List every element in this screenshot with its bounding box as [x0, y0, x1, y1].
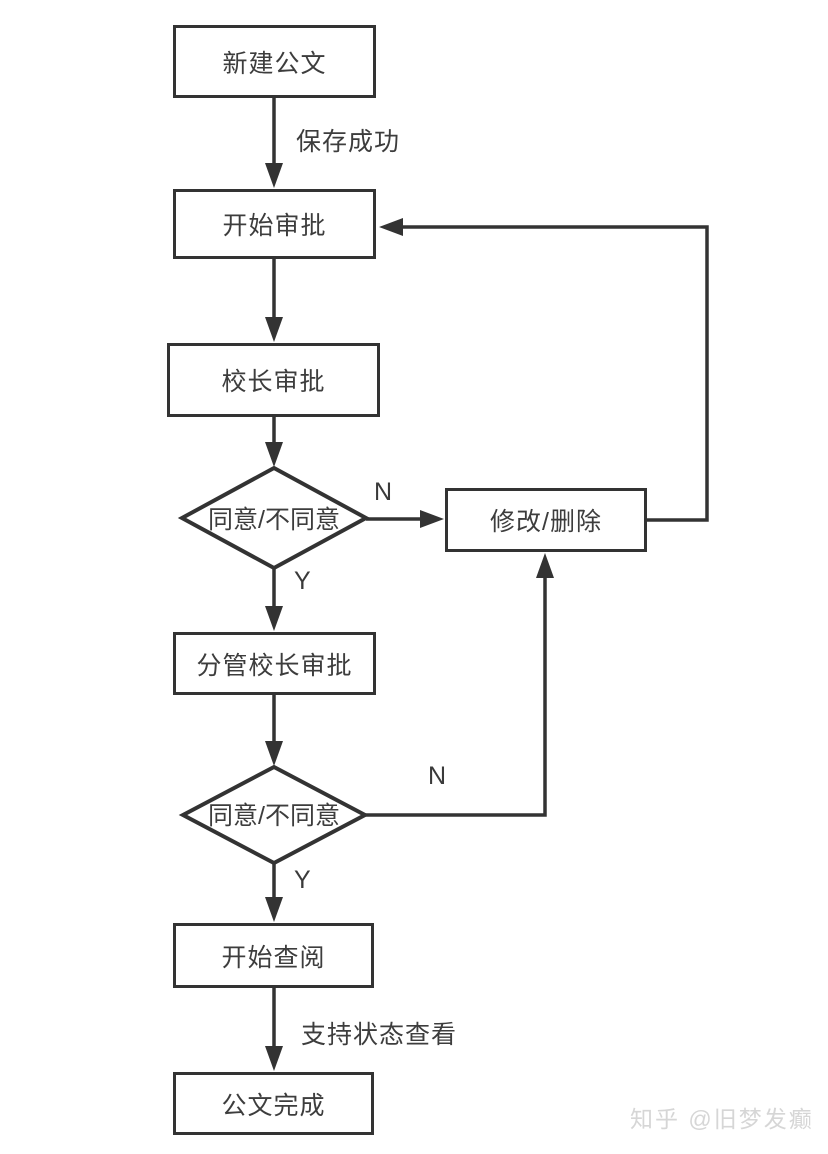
edge-label-decision2-n: N: [428, 762, 447, 790]
edge-modify-delete-to-start-approval: [401, 225, 709, 522]
node-vice-principal-approval: 分管校长审批: [173, 632, 376, 695]
arrowhead-left-1: [379, 218, 403, 236]
arrowhead-down-6: [265, 897, 283, 922]
edge-label-decision2-y: Y: [294, 866, 311, 894]
edge-label-decision1-y: Y: [294, 567, 311, 595]
arrowhead-down-1: [265, 163, 283, 188]
node-doc-complete: 公文完成: [173, 1072, 374, 1135]
decision2-diamond: [178, 764, 370, 866]
edge-decision2-to-modify-delete: [365, 575, 547, 817]
node-new-doc: 新建公文: [173, 25, 376, 98]
node-start-approval: 开始审批: [173, 189, 376, 259]
node-start-review: 开始查阅: [173, 923, 374, 988]
decision1-diamond: [177, 465, 371, 571]
arrowhead-up-1: [536, 553, 554, 578]
node-principal-approval: 校长审批: [167, 343, 380, 417]
arrowhead-down-2: [265, 317, 283, 342]
arrowhead-down-4: [265, 606, 283, 631]
watermark: 知乎 @旧梦发癫: [630, 1106, 814, 1132]
edge-label-status-view: 支持状态查看: [301, 1021, 458, 1049]
decision1-label: 同意/不同意: [208, 506, 340, 534]
arrowhead-down-3: [265, 442, 283, 467]
arrowhead-right-1: [420, 510, 444, 528]
arrowhead-down-7: [265, 1046, 283, 1071]
arrowhead-down-5: [265, 741, 283, 766]
edge-label-decision1-n: N: [374, 478, 393, 506]
decision2-label: 同意/不同意: [208, 802, 340, 830]
node-modify-delete: 修改/删除: [445, 488, 647, 552]
edge-label-save-success: 保存成功: [296, 128, 401, 156]
